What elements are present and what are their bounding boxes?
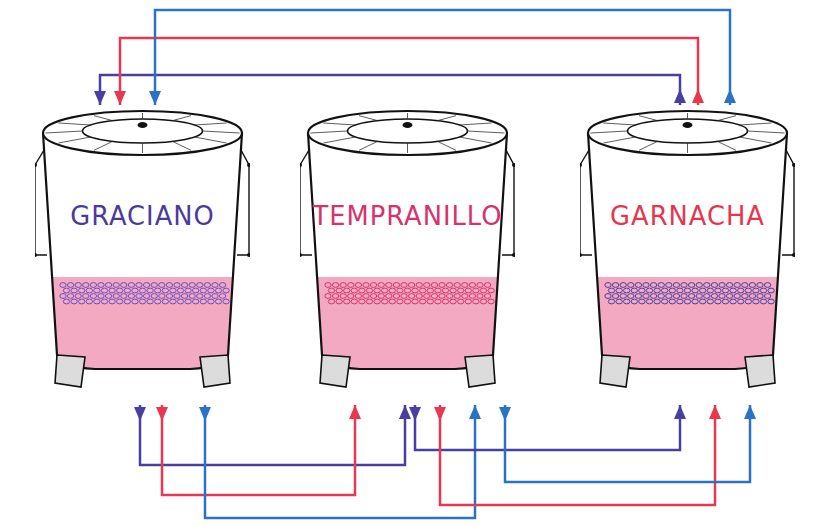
pump-over-line (114, 38, 704, 105)
fermentation-tank: TEMPRANILLO (300, 105, 515, 405)
pump-over-line (149, 10, 736, 105)
tank-illustration (580, 105, 795, 405)
tank-body (588, 133, 787, 369)
tank-leg (745, 355, 775, 387)
pump-over-line (434, 405, 721, 505)
grape-cap (325, 283, 495, 304)
pump-over-line (409, 405, 686, 450)
tank-leg (465, 355, 495, 387)
tank-leg (200, 355, 230, 387)
tank-illustration (300, 105, 515, 405)
tank-illustration (35, 105, 250, 405)
fermentation-tank: GARNACHA (580, 105, 795, 405)
pump-over-line (94, 75, 686, 105)
tank-leg (320, 355, 350, 387)
tank-label: TEMPRANILLO (300, 201, 515, 231)
tank-label: GARNACHA (580, 201, 795, 231)
pump-over-line (134, 405, 411, 465)
tank-leg (55, 355, 85, 387)
fermentation-tank: GRACIANO (35, 105, 250, 405)
grape-cap (605, 283, 775, 304)
tank-lid (43, 111, 242, 155)
tank-body (308, 133, 507, 369)
tank-body (43, 133, 242, 369)
pump-over-line (199, 405, 481, 518)
tank-lid (588, 111, 787, 155)
pump-over-line (156, 405, 361, 495)
pump-over-line (499, 405, 756, 482)
tank-label: GRACIANO (35, 201, 250, 231)
grape-cap (60, 283, 230, 304)
tank-lid (308, 111, 507, 155)
tank-leg (600, 355, 630, 387)
